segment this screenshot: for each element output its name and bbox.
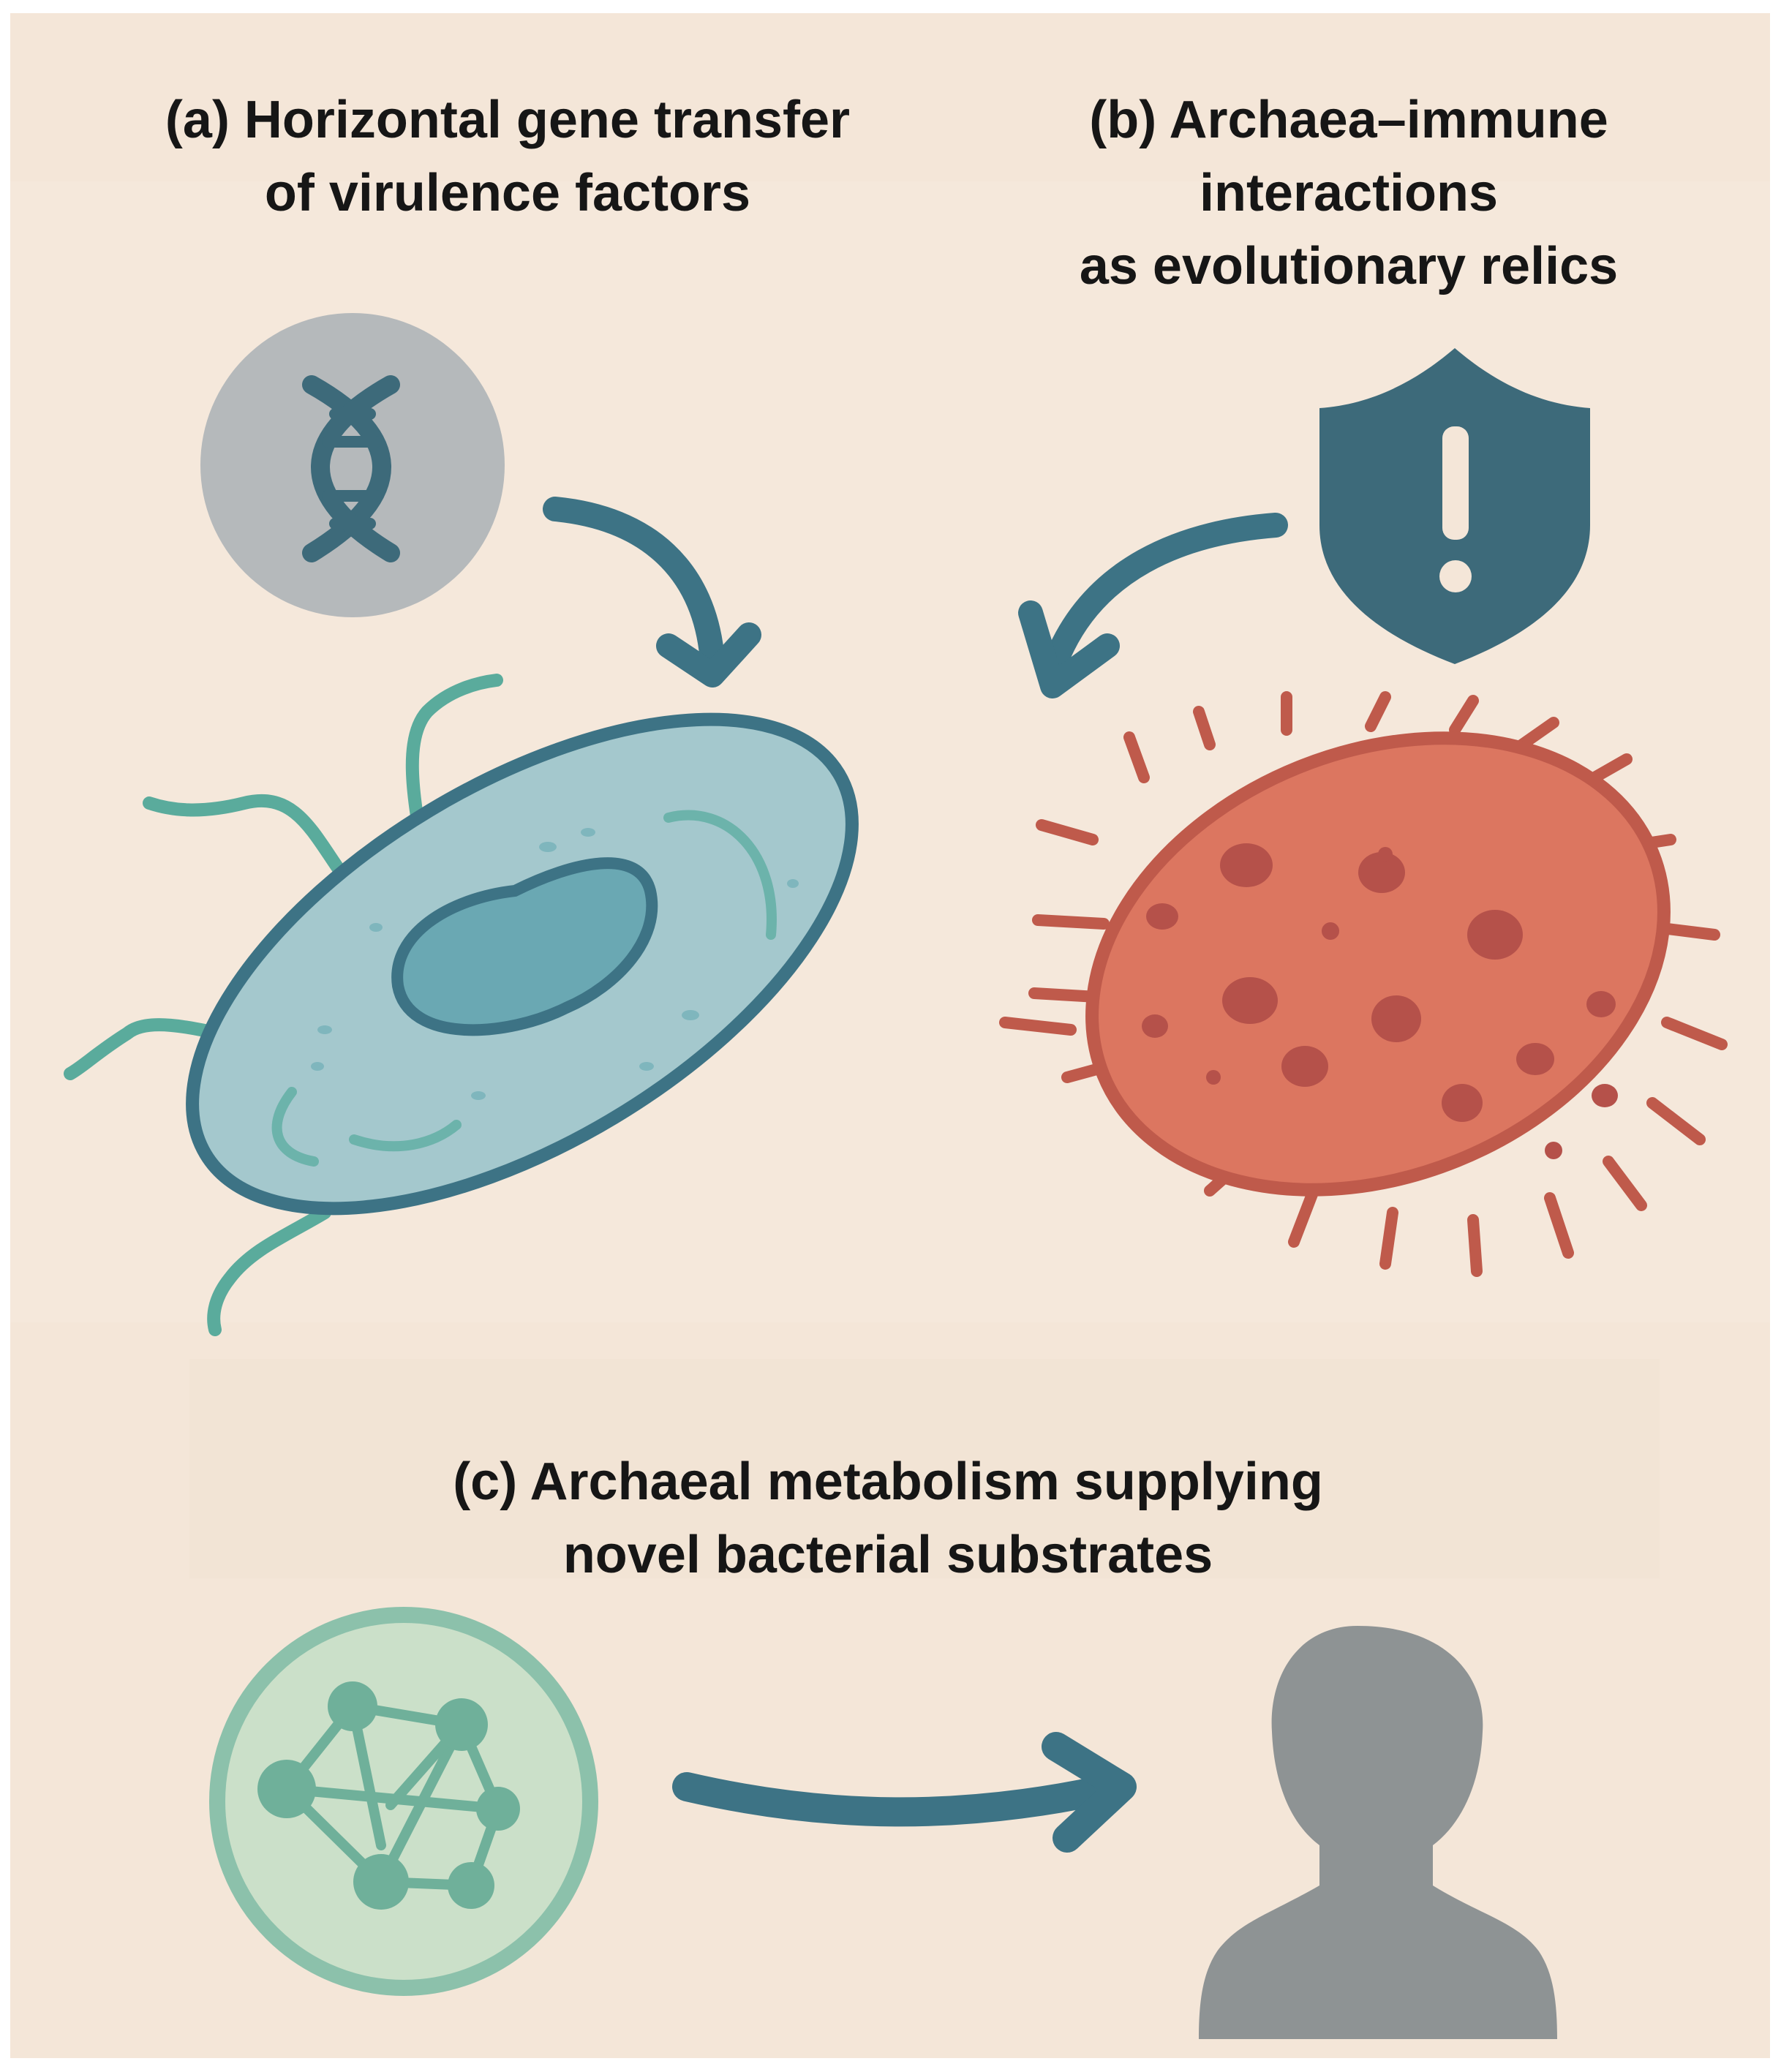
shield-alert-icon xyxy=(1319,348,1590,664)
panel-b-title-line: as evolutionary relics xyxy=(1079,237,1619,295)
panel-c-title-line: novel bacterial substrates xyxy=(562,1526,1213,1584)
panel-a-title-line: (a) Horizontal gene transfer xyxy=(165,91,851,149)
panel-c-title-line: (c) Archaeal metabolism supplying xyxy=(453,1453,1323,1511)
human-silhouette-icon xyxy=(1199,1626,1557,2039)
curved-arrow-icon xyxy=(543,497,761,687)
figure-artwork xyxy=(10,181,1770,2039)
panel-c-title: (c) Archaeal metabolism supplying novel … xyxy=(230,1445,1546,1591)
panel-c-graphics xyxy=(209,1607,1557,2039)
figure-canvas: (a) Horizontal gene transfer of virulenc… xyxy=(10,13,1770,2058)
panel-b-title-line: interactions xyxy=(1199,164,1499,222)
metabolic-network-icon xyxy=(209,1607,598,1996)
dna-icon xyxy=(200,313,505,617)
bacterium-icon xyxy=(64,674,859,1336)
caption-band-c xyxy=(189,1359,1660,1578)
panel-a-title: (a) Horizontal gene transfer of virulenc… xyxy=(39,83,976,230)
panel-b-graphics xyxy=(999,348,1728,1277)
archaeon-icon xyxy=(999,691,1728,1277)
panel-a-title-line: of virulence factors xyxy=(264,164,751,222)
panel-b-title-line: (b) Archaea–immune xyxy=(1089,91,1608,149)
panel-b-title: (b) Archaea–immune interactions as evolu… xyxy=(917,83,1780,303)
curved-arrow-icon xyxy=(1018,513,1288,698)
panel-a-graphics xyxy=(64,313,859,1336)
arrow-right-icon xyxy=(672,1732,1137,1853)
